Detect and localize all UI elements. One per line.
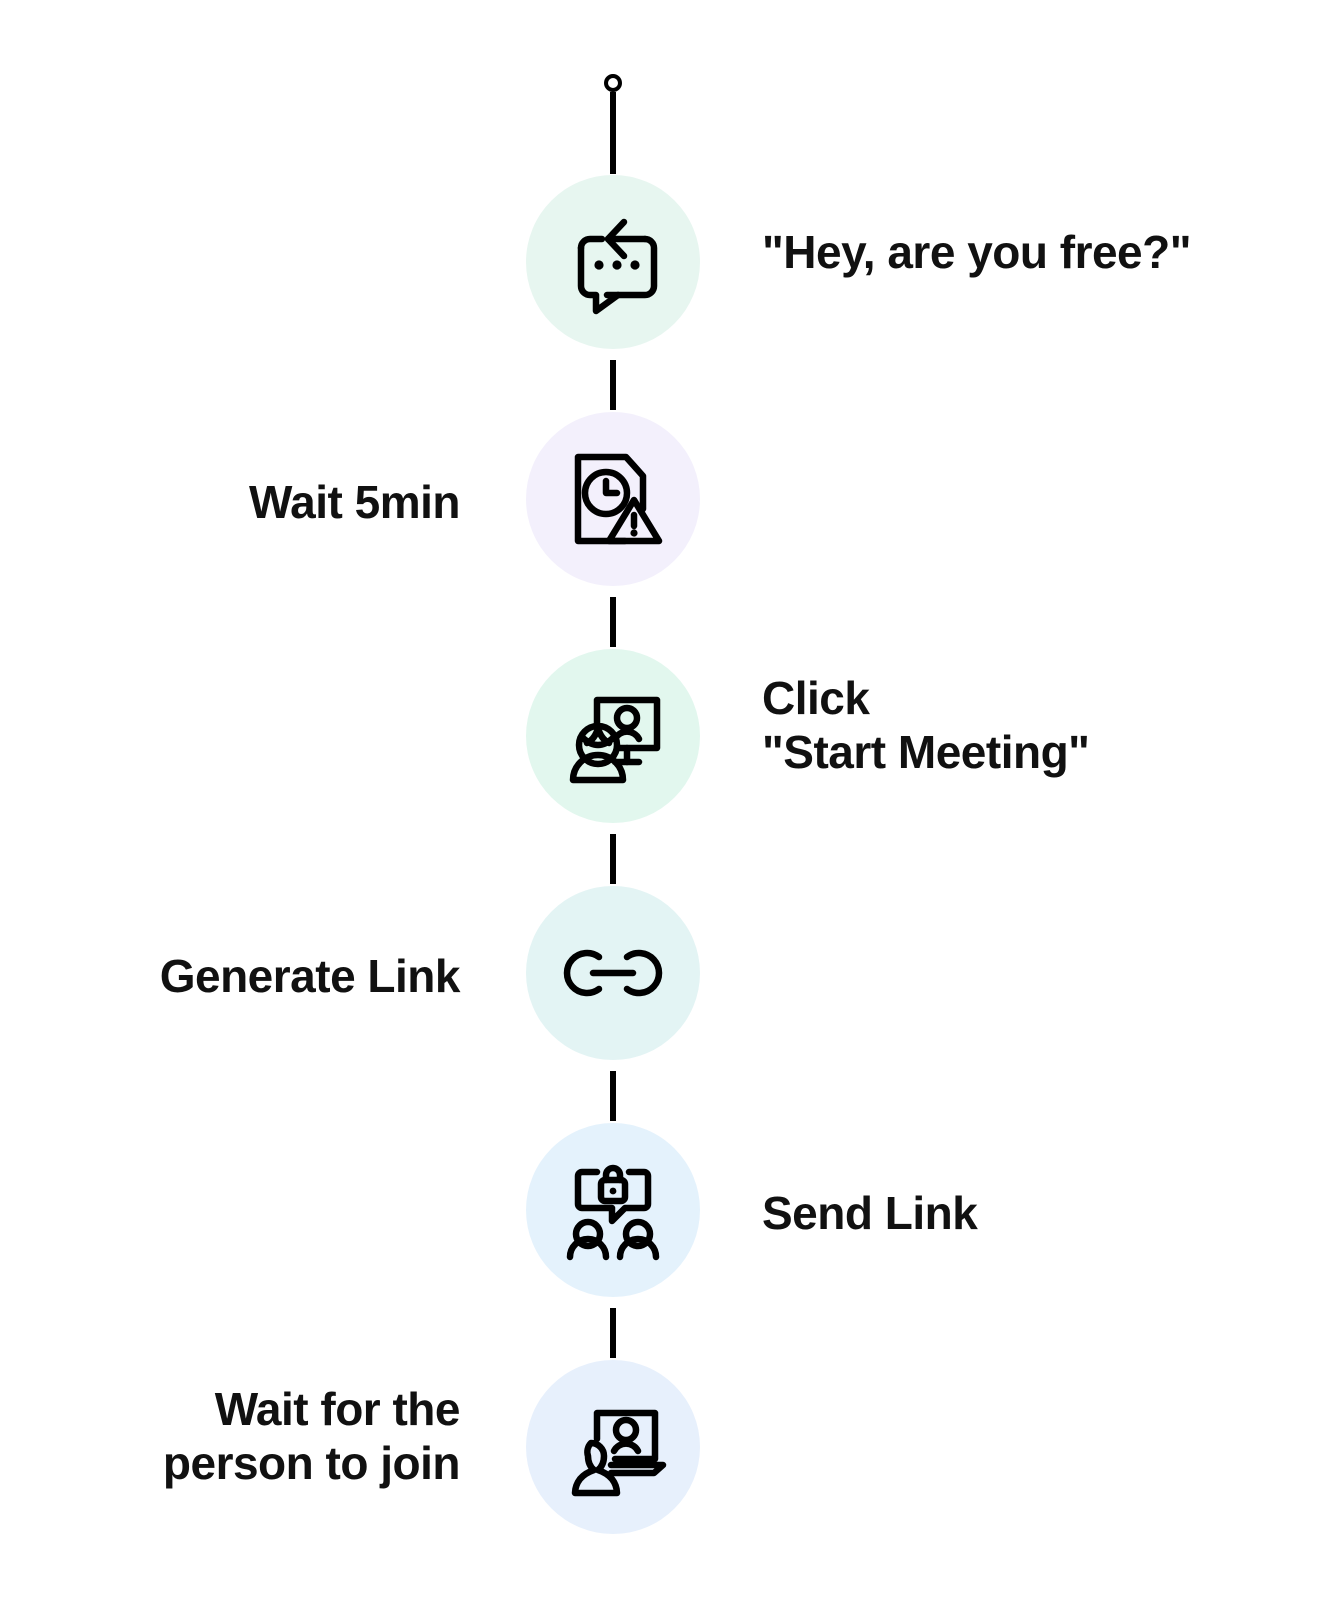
- connector-5-6: [610, 1308, 616, 1358]
- timeline-step-2-label: Wait 5min: [248, 476, 461, 528]
- timeline-step-6-label: Wait for the person to join: [162, 1383, 461, 1490]
- chat-reply-icon: [526, 175, 700, 349]
- timeline-start-stem: [610, 92, 616, 174]
- timeline-step-1-label: "Hey, are you free?": [762, 226, 1192, 278]
- timeline-start-pin-icon: [604, 74, 622, 92]
- video-call-monitor-icon: [526, 649, 700, 823]
- timeline-step-5[interactable]: Send Link: [0, 1123, 1326, 1297]
- timeline-step-6[interactable]: Wait for the person to join: [0, 1360, 1326, 1534]
- chain-link-icon: [526, 886, 700, 1060]
- connector-1-2: [610, 360, 616, 410]
- timeline-step-3[interactable]: Click "Start Meeting": [0, 649, 1326, 823]
- secure-message-people-icon: [526, 1123, 700, 1297]
- timeline-step-1[interactable]: "Hey, are you free?": [0, 175, 1326, 349]
- document-clock-warning-icon: [526, 412, 700, 586]
- connector-3-4: [610, 834, 616, 884]
- laptop-video-person-icon: [526, 1360, 700, 1534]
- connector-2-3: [610, 597, 616, 647]
- timeline-step-4-label: Generate Link: [159, 950, 461, 1002]
- timeline-step-4[interactable]: Generate Link: [0, 886, 1326, 1060]
- timeline-step-2[interactable]: Wait 5min: [0, 412, 1326, 586]
- connector-4-5: [610, 1071, 616, 1121]
- timeline-step-5-label: Send Link: [762, 1187, 978, 1239]
- timeline-step-3-label: Click "Start Meeting": [762, 672, 1090, 779]
